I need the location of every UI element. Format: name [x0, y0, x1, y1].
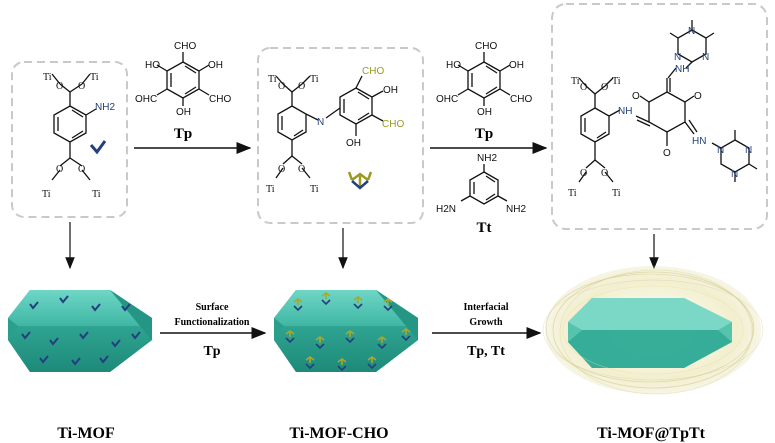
ti-label: Ti [571, 76, 580, 87]
triazine-n-label: N [717, 145, 724, 156]
amine-marker-icon [351, 180, 369, 190]
o-label: O [278, 81, 285, 92]
product-label-ti-mof-tptt: Ti-MOF@TpTt [597, 425, 706, 442]
reagent-tt-structure [460, 164, 508, 205]
arrow-label-growth: Growth [469, 317, 503, 328]
reagent-tp-structure [156, 52, 210, 106]
cho-label: CHO [510, 94, 532, 105]
ho-label: HO [145, 60, 160, 71]
ti-label: Ti [568, 188, 577, 199]
triazine-n-label: N [688, 26, 695, 37]
structure-box-1 [11, 61, 128, 218]
oh-label: OH [346, 138, 361, 149]
triazine-n-label: N [702, 52, 709, 63]
ti-label: Ti [268, 74, 277, 85]
arrow-label-tp-tt: Tp, Tt [467, 344, 505, 359]
oh-label: OH [208, 60, 223, 71]
ho-label: HO [446, 60, 461, 71]
oh-label: OH [477, 107, 492, 118]
amine-markers [21, 295, 141, 366]
product-label-ti-mof: Ti-MOF [57, 425, 115, 442]
ti-label: Ti [92, 189, 101, 200]
ti-label: Ti [90, 72, 99, 83]
o-label: O [632, 91, 640, 102]
ohc-label: OHC [436, 94, 458, 105]
ti-label: Ti [310, 184, 319, 195]
nh2-label: NH2 [506, 204, 526, 215]
nh-label: NH [675, 64, 689, 75]
hn-label: HN [692, 136, 706, 147]
o-label: O [56, 164, 63, 175]
ohc-label: OHC [135, 94, 157, 105]
o-label: O [580, 82, 587, 93]
arrow-label-interfacial: Interfacial [464, 302, 509, 313]
crystal-ti-mof [8, 290, 152, 372]
nh2-label: NH2 [95, 102, 115, 113]
nh2-label: NH2 [477, 153, 497, 164]
cho-label: CHO [362, 66, 384, 77]
reagent-tp-structure-2 [457, 52, 511, 106]
aldehyde-marker-icon [347, 171, 373, 186]
ti-label: Ti [43, 72, 52, 83]
cho-label: CHO [382, 119, 404, 130]
cho-label: CHO [174, 41, 196, 52]
o-label: O [278, 164, 285, 175]
aldehyde-markers [285, 292, 411, 365]
oh-label: OH [509, 60, 524, 71]
triazine-n-label: N [745, 145, 752, 156]
cho-label: CHO [209, 94, 231, 105]
o-label: O [78, 81, 85, 92]
crystal-ti-mof-tptt [542, 266, 764, 395]
structure-ti-mof-linker [51, 73, 97, 181]
ti-label: Ti [612, 188, 621, 199]
ti-label: Ti [266, 184, 275, 195]
o-label: O [298, 164, 305, 175]
o-label: O [298, 81, 305, 92]
amine-markers-2 [285, 299, 411, 372]
amine-marker-icon [89, 140, 107, 155]
structure-box-2 [257, 47, 424, 224]
structure-ti-mof-cho-linker [275, 75, 384, 179]
arrow-label-surface: Surface [196, 302, 229, 313]
nh-label: NH [618, 106, 632, 117]
reagent-tp-label: Tp [174, 126, 192, 142]
triazine-n-label: N [674, 52, 681, 63]
cho-label: CHO [475, 41, 497, 52]
h2n-label: H2N [436, 204, 456, 215]
oh-label: OH [383, 85, 398, 96]
arrow-label-tp: Tp [203, 344, 220, 359]
structure-box-3 [551, 3, 768, 230]
reagent-tt-label: Tt [477, 220, 492, 236]
o-label: O [580, 168, 587, 179]
reagent-tp-label: Tp [475, 126, 493, 142]
imine-n-label: N [317, 117, 324, 128]
crystal-ti-mof-cho [274, 290, 418, 372]
product-label-ti-mof-cho: Ti-MOF-CHO [289, 425, 388, 442]
o-label: O [663, 148, 671, 159]
o-label: O [601, 168, 608, 179]
o-label: O [601, 82, 608, 93]
o-label: O [694, 91, 702, 102]
o-label: O [56, 81, 63, 92]
ti-label: Ti [612, 76, 621, 87]
o-label: O [78, 164, 85, 175]
ti-label: Ti [310, 74, 319, 85]
arrow-label-functionalization: Functionalization [174, 317, 249, 328]
structure-ti-mof-tptt-linker [578, 20, 758, 183]
oh-label: OH [176, 107, 191, 118]
triazine-n-label: N [731, 169, 738, 180]
ti-label: Ti [42, 189, 51, 200]
